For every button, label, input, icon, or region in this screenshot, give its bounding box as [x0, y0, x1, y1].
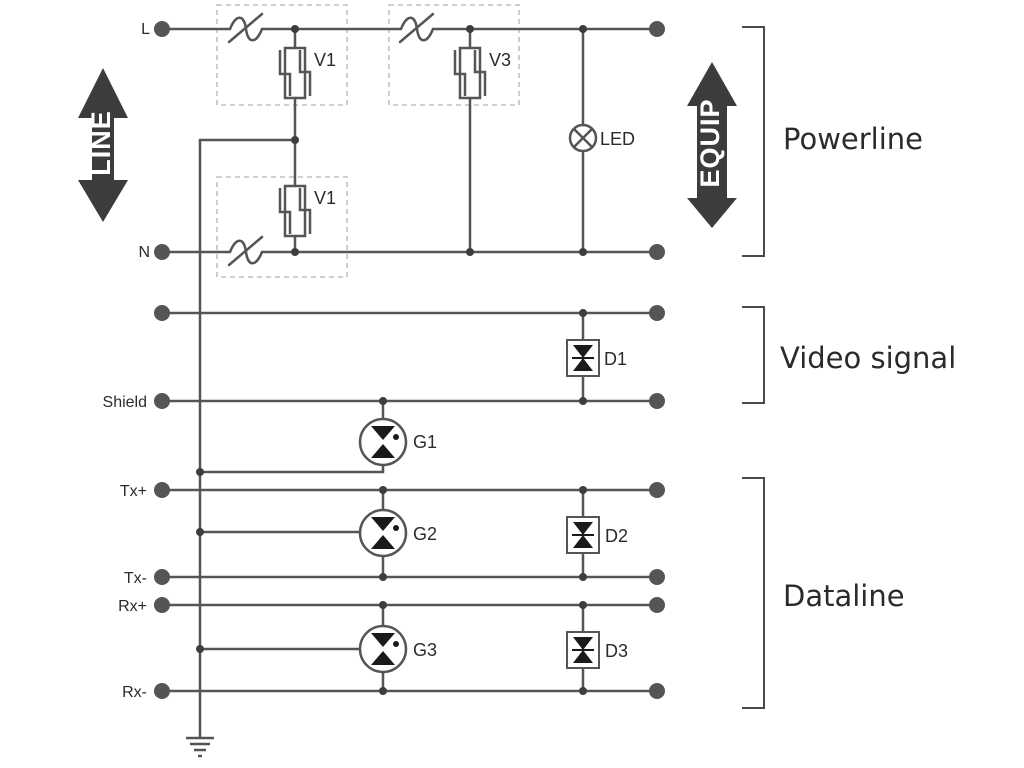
gas-discharge-tube-icon — [358, 508, 408, 558]
pin-label-rx-minus: Rx- — [122, 684, 147, 701]
line-direction-arrow-icon: LINE — [78, 68, 128, 222]
label-v1-bottom: V1 — [314, 188, 336, 208]
label-g1: G1 — [413, 432, 437, 452]
tvs-diode-icon — [566, 516, 600, 554]
group-label-powerline: Powerline — [783, 122, 923, 156]
label-v3: V3 — [489, 50, 511, 70]
pin-label-tx-plus: Tx+ — [120, 483, 147, 500]
gas-discharge-tube-icon — [358, 417, 408, 467]
pin-label-n: N — [138, 244, 150, 261]
group-label-dataline: Dataline — [783, 579, 905, 613]
varistor-icon — [453, 46, 487, 100]
label-d3: D3 — [605, 641, 628, 661]
equip-arrow-label: EQUIP — [695, 98, 725, 187]
varistor-icon — [278, 184, 312, 238]
tvs-diode-icon — [566, 631, 600, 669]
pin-label-l: L — [141, 21, 150, 38]
pin-label-tx-minus: Tx- — [124, 570, 147, 587]
group-label-video: Video signal — [780, 341, 956, 375]
dataline-wires — [160, 488, 659, 693]
label-v1-top: V1 — [314, 50, 336, 70]
protection-module-box-3 — [216, 176, 348, 278]
junction-dots — [196, 25, 587, 695]
powerline-bracket — [742, 26, 765, 257]
tvs-diode-icon — [566, 339, 600, 377]
protection-module-box-1 — [216, 4, 348, 106]
fuse-icon — [395, 16, 440, 42]
ground-icon — [186, 736, 214, 758]
equip-direction-arrow-icon: EQUIP — [687, 62, 737, 228]
video-bracket — [742, 306, 765, 404]
video-signal-wires — [160, 311, 659, 474]
protection-module-box-2 — [388, 4, 520, 106]
line-arrow-label: LINE — [86, 110, 116, 176]
label-g3: G3 — [413, 640, 437, 660]
led-lamp-icon — [568, 123, 598, 153]
line-side-terminals — [154, 21, 170, 699]
label-led: LED — [600, 129, 635, 149]
label-d1: D1 — [604, 349, 627, 369]
equip-side-terminals — [649, 21, 665, 699]
label-g2: G2 — [413, 524, 437, 544]
label-d2: D2 — [605, 526, 628, 546]
pin-label-rx-plus: Rx+ — [118, 598, 147, 615]
gas-discharge-tube-icon — [358, 624, 408, 674]
varistor-icon — [278, 46, 312, 100]
dataline-bracket — [742, 477, 765, 709]
pin-label-shield: Shield — [103, 394, 147, 411]
